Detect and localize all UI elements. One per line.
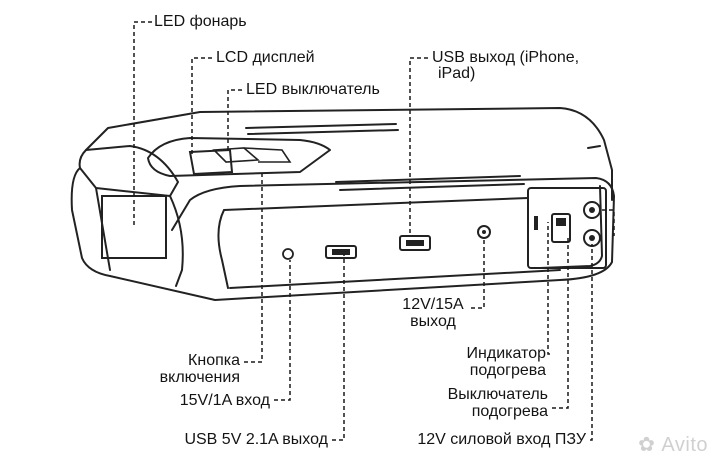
leader-input-15v [274,260,291,401]
leader-charger-input [590,244,593,441]
output-12v-socket [477,225,491,239]
leader-usb-5v-output [332,254,345,441]
label-input-15v: 15V/1A вход [179,392,270,409]
label-12v-output-line1: 12V/15A [402,296,464,313]
label-heat-indicator-line2: подогрева [469,362,546,379]
avito-watermark: ✿ Avito [638,434,708,456]
power-button-icon [282,248,294,260]
label-12v-output-line2: выход [410,313,456,330]
label-usb-output-line2: iPad) [438,65,476,82]
led-switch-button [212,147,261,163]
label-heat-switch-line2: подогрева [471,403,548,420]
leader-12v-output [470,240,485,309]
led-flashlight-lens [101,195,167,259]
watermark-text: Avito [661,434,708,456]
label-lcd-display: LCD дисплей [216,49,315,66]
charger-socket-top [583,201,601,219]
label-usb-output-line1: USB выход (iPhone, [432,49,580,66]
usb-output-port [399,235,431,251]
device-front-face [70,167,615,301]
label-heat-switch-line1: Выключатель [447,386,548,403]
label-led-switch: LED выключатель [246,81,380,98]
leader-lcd-display [191,57,212,156]
lcd-screen [188,148,234,176]
label-led-flashlight: LED фонарь [154,13,247,30]
label-power-button-line2: включения [159,369,240,386]
label-charger-input: 12V силовой вход ПЗУ [417,431,586,448]
label-usb-5v-output: USB 5V 2.1A выход [184,431,328,448]
leader-power-button [244,172,263,363]
leader-led-flashlight [133,21,152,228]
input-15v-port [325,245,357,259]
label-power-button-line1: Кнопка [188,352,240,369]
heat-switch [551,213,571,243]
device-left-cap [78,145,179,197]
leader-usb-output [409,57,428,236]
leader-led-switch [227,89,242,152]
label-heat-indicator-line1: Индикатор [466,345,546,362]
heat-indicator-led [534,216,538,230]
leader-heat-indicator [547,222,550,355]
leader-heat-switch [552,236,569,409]
device-top-surface [85,107,613,201]
